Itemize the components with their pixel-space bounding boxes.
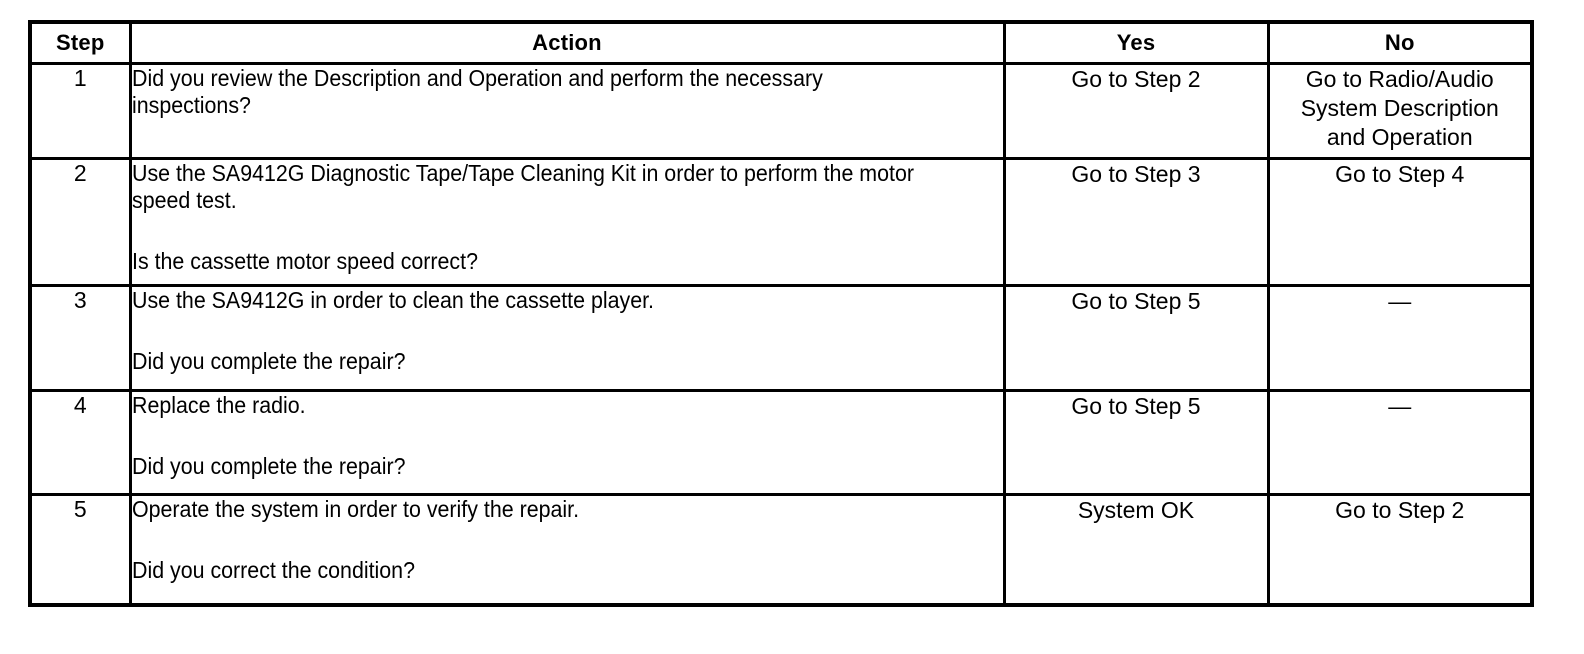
yes-result-cell: Go to Step 2	[1002, 62, 1270, 160]
action-spacer	[132, 314, 1003, 348]
header-row: Step Action Yes No	[28, 20, 1534, 65]
yes-result-text: System OK	[1077, 497, 1195, 523]
no-result-cell: Go to Radio/Audio System Description and…	[1266, 62, 1534, 160]
diagnostic-steps-table: Step Action Yes No 1 Did you review the …	[28, 20, 1534, 607]
table-header: Step Action Yes No	[28, 20, 1534, 65]
table-row: 1 Did you review the Description and Ope…	[28, 62, 1534, 160]
action-spacer	[132, 214, 1003, 248]
yes-result-cell: Go to Step 3	[1002, 157, 1270, 287]
action-spacer	[132, 523, 1003, 557]
action-cell: Did you review the Description and Opera…	[128, 62, 1006, 160]
no-result-text: Go to Step 2	[1335, 497, 1465, 523]
action-cell: Use the SA9412G in order to clean the ca…	[128, 284, 1006, 392]
no-result-text: —	[1388, 288, 1412, 314]
action-cell: Replace the radio. Did you complete the …	[128, 389, 1006, 496]
action-text-primary: Replace the radio.	[131, 392, 306, 418]
yes-result-text: Go to Step 5	[1071, 393, 1201, 419]
no-result-cell: Go to Step 4	[1266, 157, 1534, 287]
column-header-no: No	[1266, 20, 1534, 65]
yes-result-text: Go to Step 2	[1071, 66, 1201, 92]
action-text-question: Did you complete the repair?	[131, 348, 405, 374]
table-row: 2 Use the SA9412G Diagnostic Tape/Tape C…	[28, 157, 1534, 287]
action-spacer	[132, 419, 1003, 453]
yes-result-cell: Go to Step 5	[1002, 389, 1270, 496]
no-result-text: Go to Step 4	[1335, 161, 1465, 187]
step-number-cell: 4	[28, 389, 132, 496]
no-result-cell: Go to Step 2	[1266, 493, 1534, 607]
column-header-step: Step	[28, 20, 132, 65]
table-row: 5 Operate the system in order to verify …	[28, 493, 1534, 607]
action-text-primary: Did you review the Description and Opera…	[131, 65, 829, 118]
column-header-action: Action	[128, 20, 1006, 65]
action-text-question: Did you complete the repair?	[131, 453, 405, 479]
yes-result-cell: Go to Step 5	[1002, 284, 1270, 392]
step-number-cell: 3	[28, 284, 132, 392]
no-result-cell: —	[1266, 389, 1534, 496]
action-text-question: Is the cassette motor speed correct?	[131, 248, 478, 274]
yes-result-text: Go to Step 3	[1071, 161, 1201, 187]
action-text-primary: Use the SA9412G in order to clean the ca…	[131, 287, 654, 313]
column-header-yes: Yes	[1002, 20, 1270, 65]
action-cell: Use the SA9412G Diagnostic Tape/Tape Cle…	[128, 157, 1006, 287]
yes-result-cell: System OK	[1002, 493, 1270, 607]
no-result-text: Go to Radio/Audio System Description and…	[1300, 66, 1499, 150]
table-row: 4 Replace the radio. Did you complete th…	[28, 389, 1534, 496]
no-result-cell: —	[1266, 284, 1534, 392]
table-row: 3 Use the SA9412G in order to clean the …	[28, 284, 1534, 392]
table-body: 1 Did you review the Description and Ope…	[28, 62, 1534, 607]
action-text-question: Did you correct the condition?	[131, 557, 415, 583]
action-text-primary: Operate the system in order to verify th…	[131, 496, 579, 522]
no-result-text: —	[1388, 393, 1412, 419]
action-cell: Operate the system in order to verify th…	[128, 493, 1006, 607]
action-text-primary: Use the SA9412G Diagnostic Tape/Tape Cle…	[131, 160, 920, 213]
yes-result-text: Go to Step 5	[1071, 288, 1201, 314]
step-number-cell: 5	[28, 493, 132, 607]
step-number-cell: 2	[28, 157, 132, 287]
step-number-cell: 1	[28, 62, 132, 160]
